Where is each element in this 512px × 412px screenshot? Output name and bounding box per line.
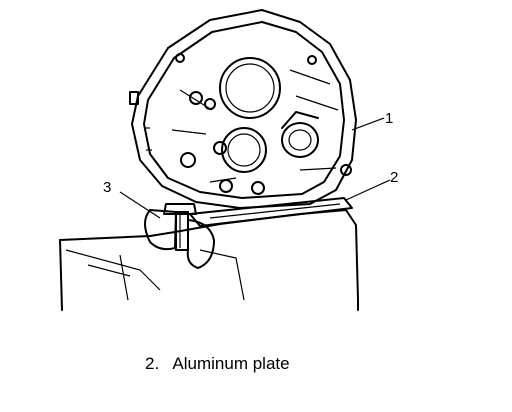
extension-case <box>129 9 357 209</box>
figure-caption: 2. Aluminum plate <box>145 354 290 374</box>
vise-clamp <box>144 203 215 269</box>
caption-number: 2. <box>145 354 160 373</box>
callout-leaders <box>119 117 391 219</box>
callout-2: 2 <box>390 169 398 186</box>
caption-text: Aluminum plate <box>172 354 290 373</box>
callout-1: 1 <box>385 110 393 127</box>
callout-3: 3 <box>103 179 111 196</box>
